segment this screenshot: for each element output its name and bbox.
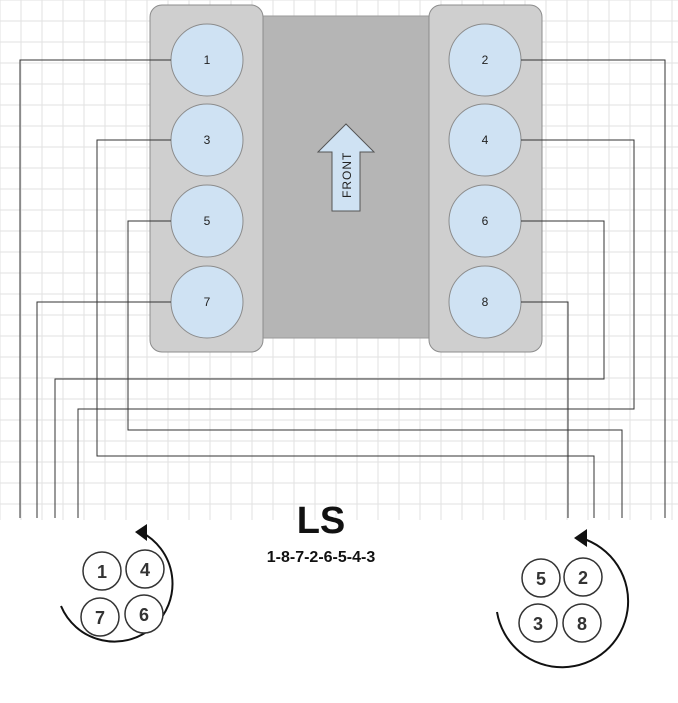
cylinder-5: 5 bbox=[170, 184, 244, 258]
firing-order: 1-8-7-2-6-5-4-3 bbox=[267, 549, 376, 566]
cylinder-6: 6 bbox=[448, 184, 522, 258]
left-bank bbox=[149, 4, 264, 353]
right-bank bbox=[428, 4, 543, 353]
coil-label: 3 bbox=[533, 614, 543, 634]
cylinder-label: 5 bbox=[204, 214, 211, 228]
cylinder-label: 7 bbox=[204, 295, 211, 309]
cylinder-8: 8 bbox=[448, 265, 522, 339]
coil-label: 1 bbox=[97, 562, 107, 582]
coil-8: 8 bbox=[562, 603, 602, 643]
coil-1: 1 bbox=[82, 551, 122, 591]
wire-cyl-5 bbox=[127, 220, 623, 518]
coil-label: 8 bbox=[577, 614, 587, 634]
wire-cyl-1 bbox=[19, 59, 171, 518]
cylinder-label: 3 bbox=[204, 133, 211, 147]
coil-label: 4 bbox=[140, 560, 150, 580]
coil-6: 6 bbox=[124, 594, 164, 634]
plug-wires bbox=[19, 59, 666, 518]
wire-cyl-3 bbox=[96, 139, 595, 518]
coil-4: 4 bbox=[125, 549, 165, 589]
front-label: FRONT bbox=[340, 152, 354, 198]
front-arrow: FRONT bbox=[316, 123, 376, 212]
cylinder-label: 2 bbox=[482, 53, 489, 67]
rotation-arrowhead-icon bbox=[135, 524, 147, 541]
left-coil-pack: 1 4 7 6 bbox=[60, 524, 174, 643]
cylinder-label: 8 bbox=[482, 295, 489, 309]
wire-cyl-8 bbox=[521, 301, 569, 518]
coil-5: 5 bbox=[521, 558, 561, 598]
cylinder-2: 2 bbox=[448, 23, 522, 97]
wire-cyl-6 bbox=[54, 220, 605, 518]
coil-2: 2 bbox=[563, 557, 603, 597]
coil-label: 7 bbox=[95, 608, 105, 628]
right-coil-pack: 5 2 3 8 bbox=[496, 529, 630, 669]
cylinder-label: 1 bbox=[204, 53, 211, 67]
coil-label: 5 bbox=[536, 569, 546, 589]
coil-7: 7 bbox=[80, 597, 120, 637]
rotation-arrowhead-icon bbox=[574, 529, 587, 547]
cylinder-label: 6 bbox=[482, 214, 489, 228]
coil-label: 2 bbox=[578, 568, 588, 588]
wire-cyl-4 bbox=[77, 139, 635, 518]
rotation-arc bbox=[496, 537, 630, 669]
wire-cyl-2 bbox=[521, 59, 666, 518]
engine-title: LS bbox=[297, 500, 346, 542]
cylinder-label: 4 bbox=[482, 133, 489, 147]
cylinder-1: 1 bbox=[170, 23, 244, 97]
cylinder-3: 3 bbox=[170, 103, 244, 177]
coil-3: 3 bbox=[518, 603, 558, 643]
wire-cyl-7 bbox=[36, 301, 171, 518]
cylinder-7: 7 bbox=[170, 265, 244, 339]
coil-label: 6 bbox=[139, 605, 149, 625]
cylinder-4: 4 bbox=[448, 103, 522, 177]
